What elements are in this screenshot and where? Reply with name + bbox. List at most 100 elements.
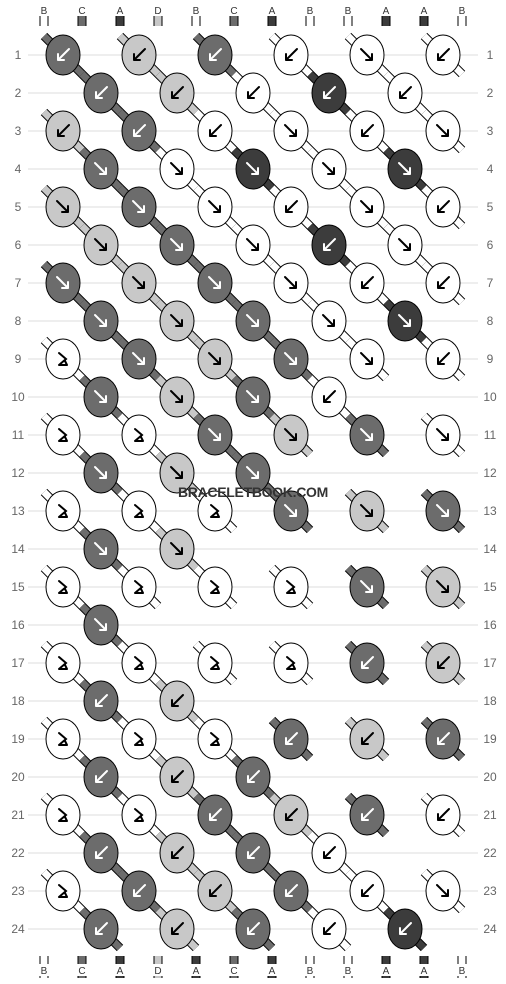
arrow-turn-icon <box>286 580 296 594</box>
arrow-down-left-icon <box>437 276 450 289</box>
strand-letter-B: B <box>345 6 352 17</box>
strand-letter-B: B <box>41 966 48 977</box>
row-number-right: 12 <box>483 466 497 480</box>
arrow-down-left-icon <box>399 922 412 935</box>
row-number-left: 6 <box>15 238 22 252</box>
arrow-down-left-icon <box>285 48 298 61</box>
arrow-turn-icon <box>134 580 144 594</box>
row-number-left: 19 <box>11 732 25 746</box>
knot <box>121 566 157 608</box>
arrow-turn-icon <box>58 656 68 670</box>
arrow-turn-icon <box>134 656 144 670</box>
arrow-down-left-icon <box>95 694 108 707</box>
strand-letter-bg <box>342 4 354 16</box>
arrow-down-left-icon <box>171 770 184 783</box>
arrow-down-left-icon <box>323 238 336 251</box>
strand-letter-bg <box>418 4 430 16</box>
row-number-right: 20 <box>483 770 497 784</box>
strand-letter-bg <box>190 964 202 976</box>
strand-letter-B: B <box>459 6 466 17</box>
arrow-down-left-icon <box>95 846 108 859</box>
strand-letter-bg <box>456 4 468 16</box>
row-number-right: 14 <box>483 542 497 556</box>
strand-letter-B: B <box>307 6 314 17</box>
row-number-right: 10 <box>483 390 497 404</box>
arrow-down-right-icon <box>170 238 183 251</box>
arrow-down-right-icon <box>284 352 297 365</box>
arrow-down-left-icon <box>247 846 260 859</box>
arrow-down-left-icon <box>323 86 336 99</box>
row-number-left: 2 <box>15 86 22 100</box>
arrow-down-right-icon <box>360 352 373 365</box>
arrow-down-right-icon <box>94 238 107 251</box>
row-number-left: 13 <box>11 504 25 518</box>
arrow-down-right-icon <box>360 428 373 441</box>
strand-letter-bg <box>418 964 430 976</box>
row-number-right: 1 <box>487 48 494 62</box>
arrow-down-right-icon <box>360 504 373 517</box>
knot <box>45 718 81 760</box>
arrow-down-right-icon <box>436 124 449 137</box>
arrow-down-right-icon <box>94 162 107 175</box>
arrow-down-left-icon <box>437 200 450 213</box>
strand-letter-C: C <box>230 6 237 17</box>
strand-letter-bg <box>76 964 88 976</box>
row-number-right: 11 <box>484 428 497 442</box>
arrow-turn-icon <box>134 808 144 822</box>
arrow-turn-icon <box>210 580 220 594</box>
row-number-right: 5 <box>487 200 494 214</box>
strand-letter-D: D <box>154 6 161 17</box>
arrow-down-left-icon <box>209 48 222 61</box>
row-number-right: 21 <box>483 808 497 822</box>
strand-letter-B: B <box>41 6 48 17</box>
strand-letter-bg <box>342 964 354 976</box>
arrow-down-right-icon <box>398 162 411 175</box>
strand-letter-B: B <box>193 6 200 17</box>
strand-letter-bg <box>76 4 88 16</box>
strand-letter-B: B <box>307 966 314 977</box>
arrow-turn-icon <box>58 884 68 898</box>
arrow-down-left-icon <box>323 846 336 859</box>
arrow-turn-icon <box>58 428 68 442</box>
arrow-turn-icon <box>134 428 144 442</box>
arrow-down-left-icon <box>361 732 374 745</box>
arrow-down-right-icon <box>284 276 297 289</box>
strand-letter-A: A <box>117 966 124 977</box>
arrow-turn-icon <box>58 580 68 594</box>
row-number-left: 3 <box>15 124 22 138</box>
arrow-down-left-icon <box>133 124 146 137</box>
arrow-down-right-icon <box>360 200 373 213</box>
strand-letter-bg <box>266 4 278 16</box>
knot <box>121 642 157 684</box>
knot-grid <box>45 34 461 950</box>
knot <box>197 642 233 684</box>
arrow-turn-icon <box>210 504 220 518</box>
row-number-left: 10 <box>11 390 25 404</box>
arrow-down-left-icon <box>285 808 298 821</box>
arrow-down-left-icon <box>95 770 108 783</box>
knot <box>121 414 157 456</box>
arrow-down-right-icon <box>360 48 373 61</box>
strand-letter-bg <box>304 4 316 16</box>
row-number-left: 7 <box>15 276 22 290</box>
knot <box>45 566 81 608</box>
row-number-right: 15 <box>483 580 497 594</box>
row-number-right: 13 <box>483 504 497 518</box>
arrow-turn-icon <box>210 732 220 746</box>
row-number-right: 24 <box>483 922 497 936</box>
arrow-down-left-icon <box>437 732 450 745</box>
row-number-left: 9 <box>15 352 22 366</box>
arrow-down-right-icon <box>132 200 145 213</box>
knot <box>45 870 81 912</box>
row-number-right: 19 <box>483 732 497 746</box>
arrow-down-left-icon <box>361 276 374 289</box>
arrow-down-right-icon <box>208 428 221 441</box>
arrow-turn-icon <box>58 808 68 822</box>
arrow-turn-icon <box>58 352 68 366</box>
row-number-left: 4 <box>15 162 22 176</box>
arrow-down-right-icon <box>284 504 297 517</box>
row-number-left: 8 <box>15 314 22 328</box>
arrow-down-left-icon <box>171 922 184 935</box>
row-number-left: 11 <box>12 428 25 442</box>
